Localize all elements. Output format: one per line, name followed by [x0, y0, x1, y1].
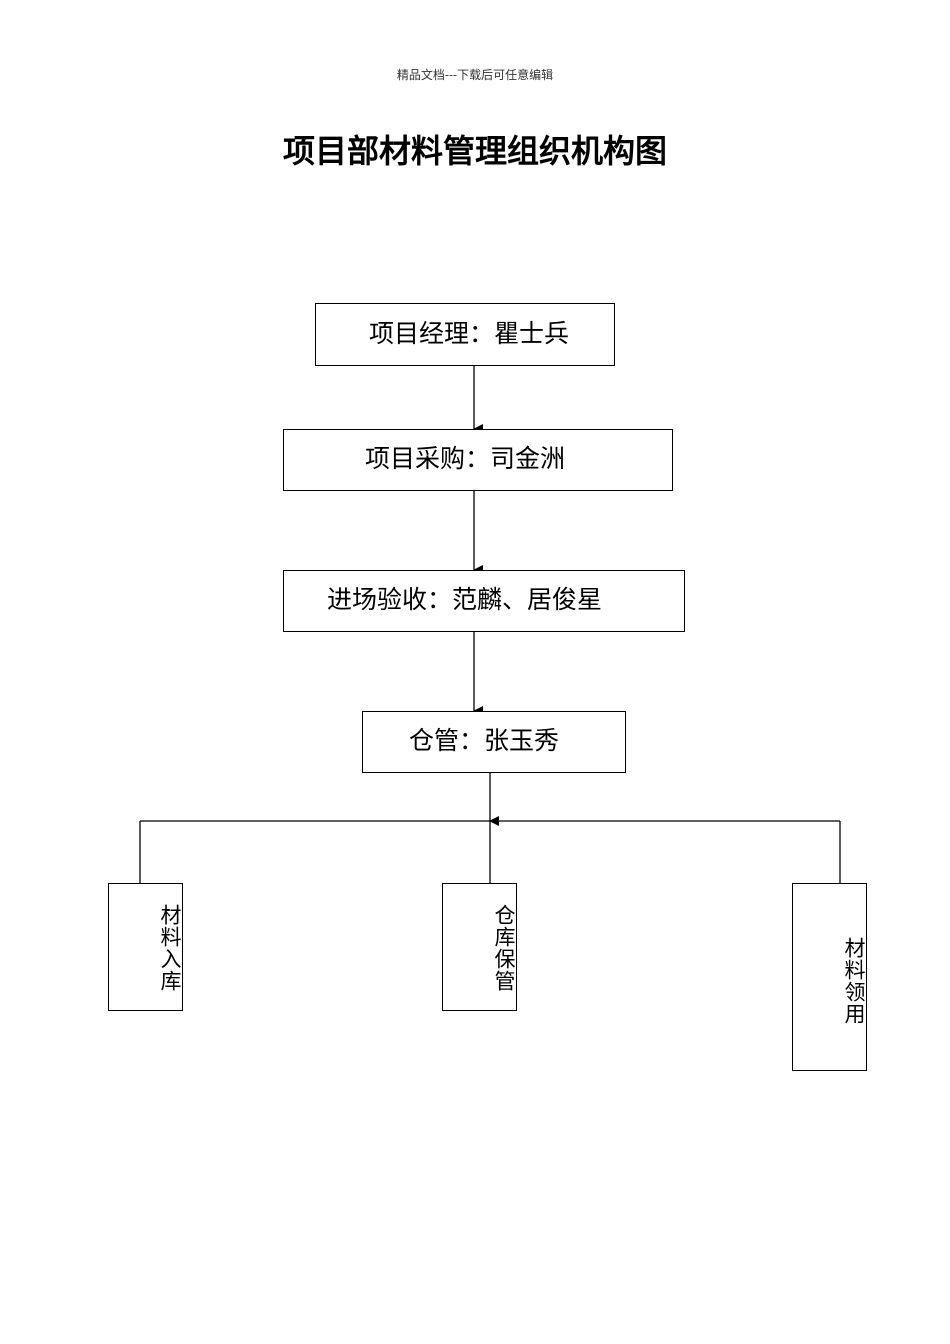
site-inspection-label: 进场验收：范麟、居俊星 [327, 585, 603, 614]
project-manager-box: 项目经理：瞿士兵 [315, 303, 615, 366]
branch-label-warehouse-storage: 仓库保管 [492, 904, 516, 992]
branch-label-material-inbound: 材料入库 [158, 904, 182, 992]
warehouse-keeper-box: 仓管：张玉秀 [362, 711, 626, 773]
project-purchasing-box: 项目采购：司金洲 [283, 429, 673, 491]
header-note: 精品文档---下载后可任意编辑 [396, 68, 554, 82]
page-title: 项目部材料管理组织机构图 [282, 132, 667, 170]
branch-label-material-issue: 材料领用 [842, 937, 866, 1025]
branch-box-material-issue: 材料领用 [792, 883, 867, 1071]
warehouse-keeper-label: 仓管：张玉秀 [409, 726, 560, 755]
site-inspection-box: 进场验收：范麟、居俊星 [283, 570, 685, 632]
branch-box-material-inbound: 材料入库 [108, 883, 183, 1011]
branch-box-warehouse-storage: 仓库保管 [442, 883, 517, 1011]
project-purchasing-label: 项目采购：司金洲 [365, 444, 566, 473]
project-manager-label: 项目经理：瞿士兵 [369, 319, 570, 348]
